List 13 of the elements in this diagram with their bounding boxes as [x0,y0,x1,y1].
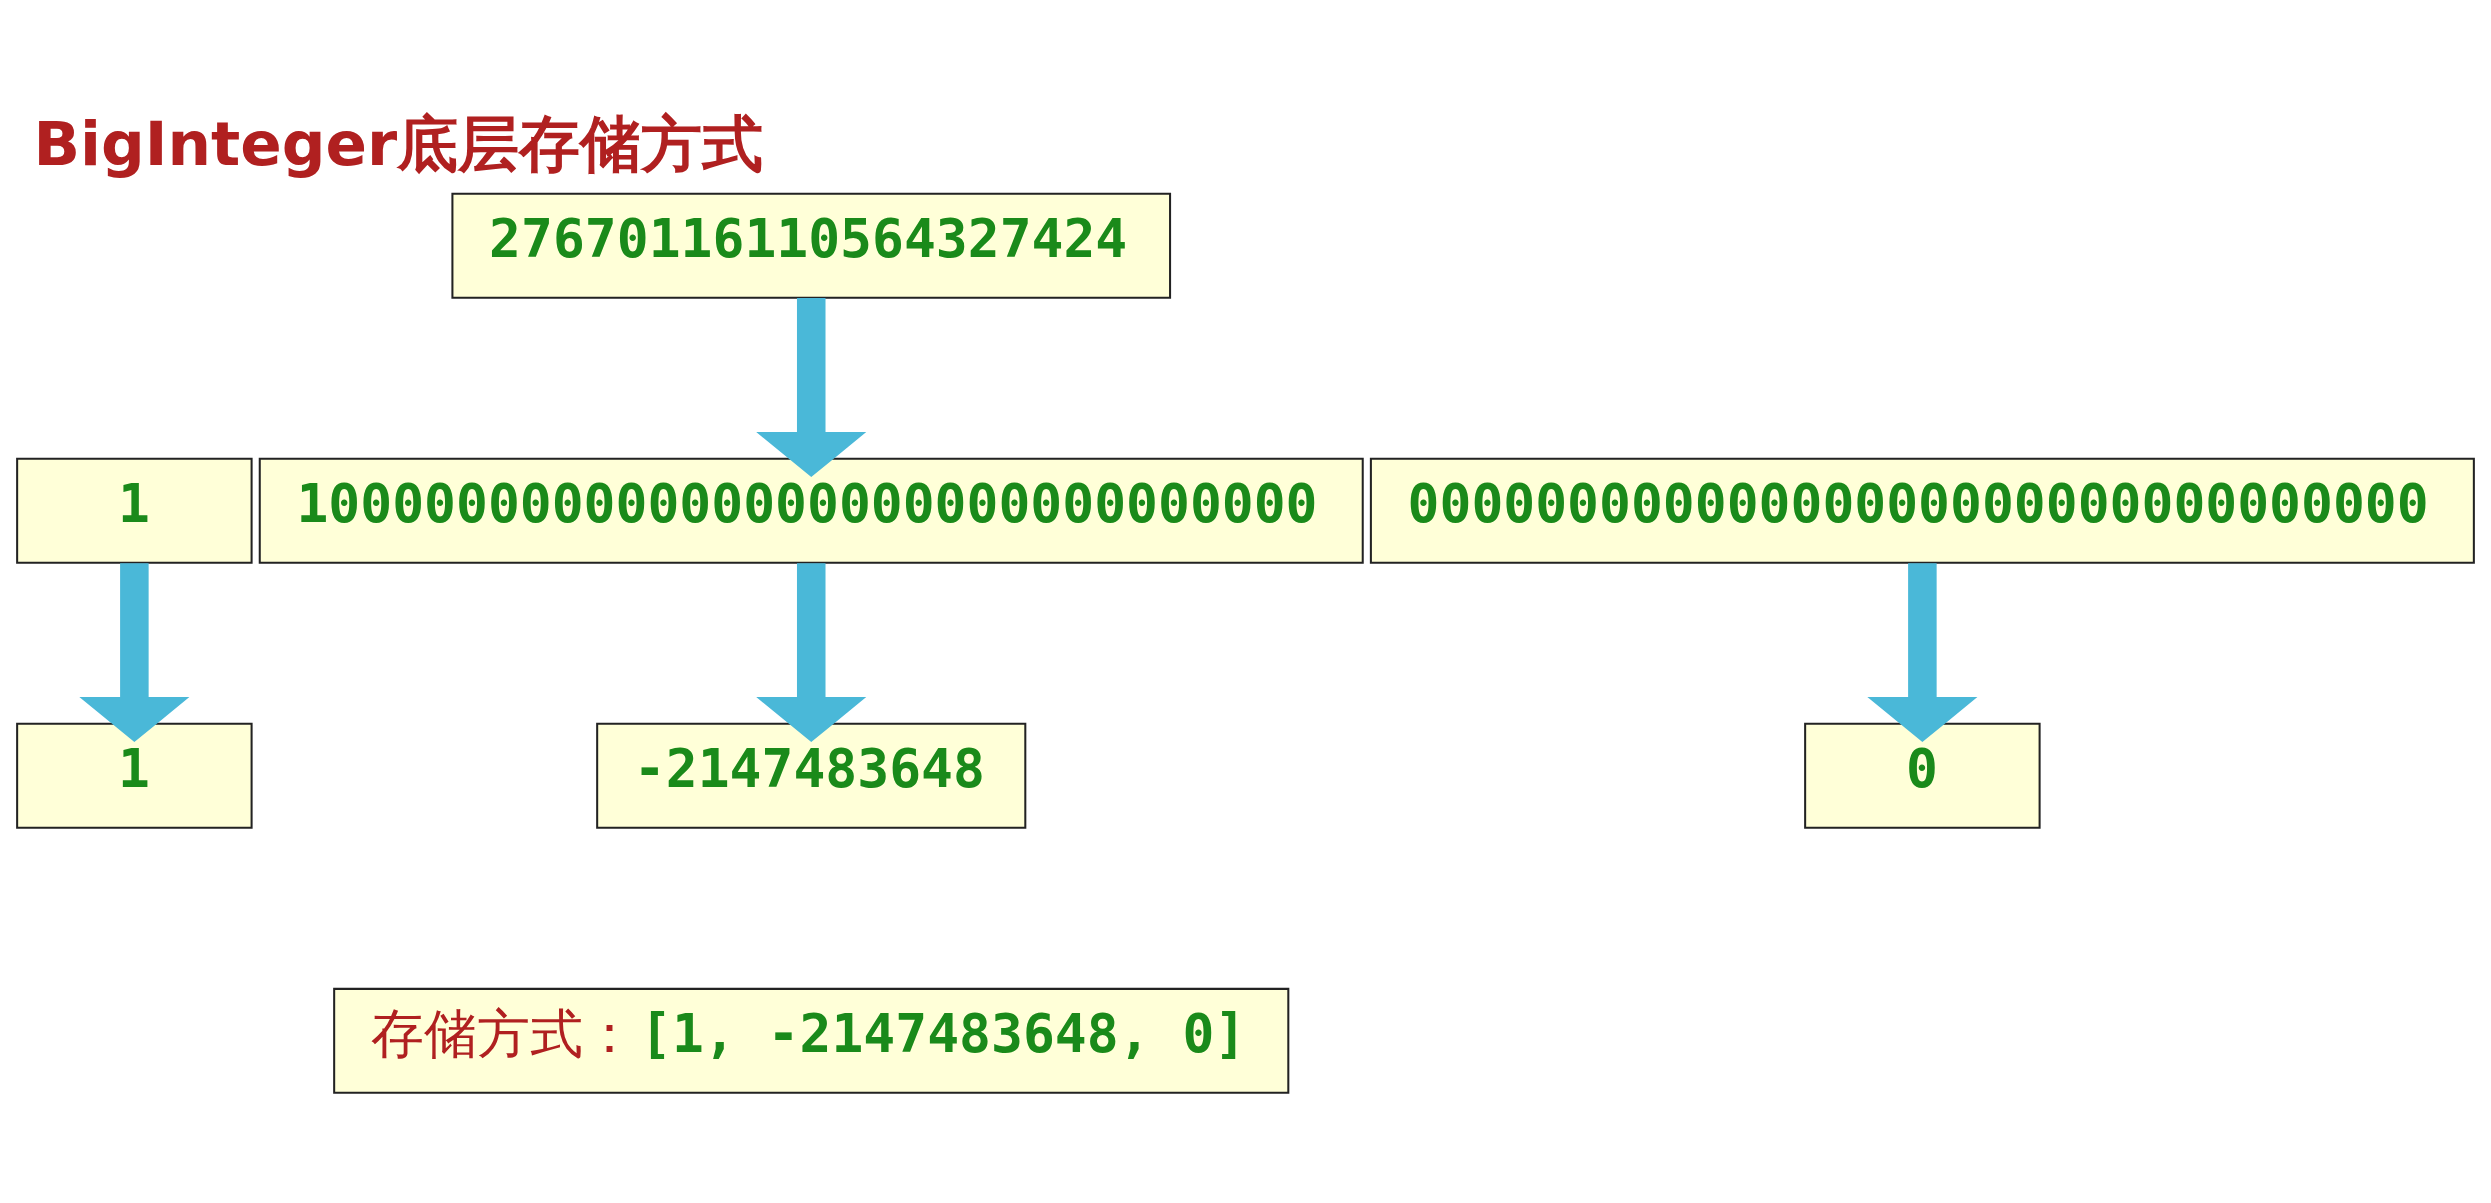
arrow [1867,563,1978,743]
diagram-title: BigInteger底层存储方式 [33,108,764,180]
node-box: 存储方式：[1, -2147483648, 0] [333,987,1290,1094]
node-box: 1 [16,722,253,829]
node-box: 27670116110564327424 [451,192,1172,299]
node-box: 0 [1804,722,2041,829]
node-box: 00000000000000000000000000000000 [1369,457,2475,564]
node-box: 1 [16,457,253,564]
arrow [756,298,867,477]
node-box: 10000000000000000000000000000000 [258,457,1364,564]
node-box: -2147483648 [596,722,1027,829]
arrow [756,563,867,743]
arrow [79,563,190,743]
